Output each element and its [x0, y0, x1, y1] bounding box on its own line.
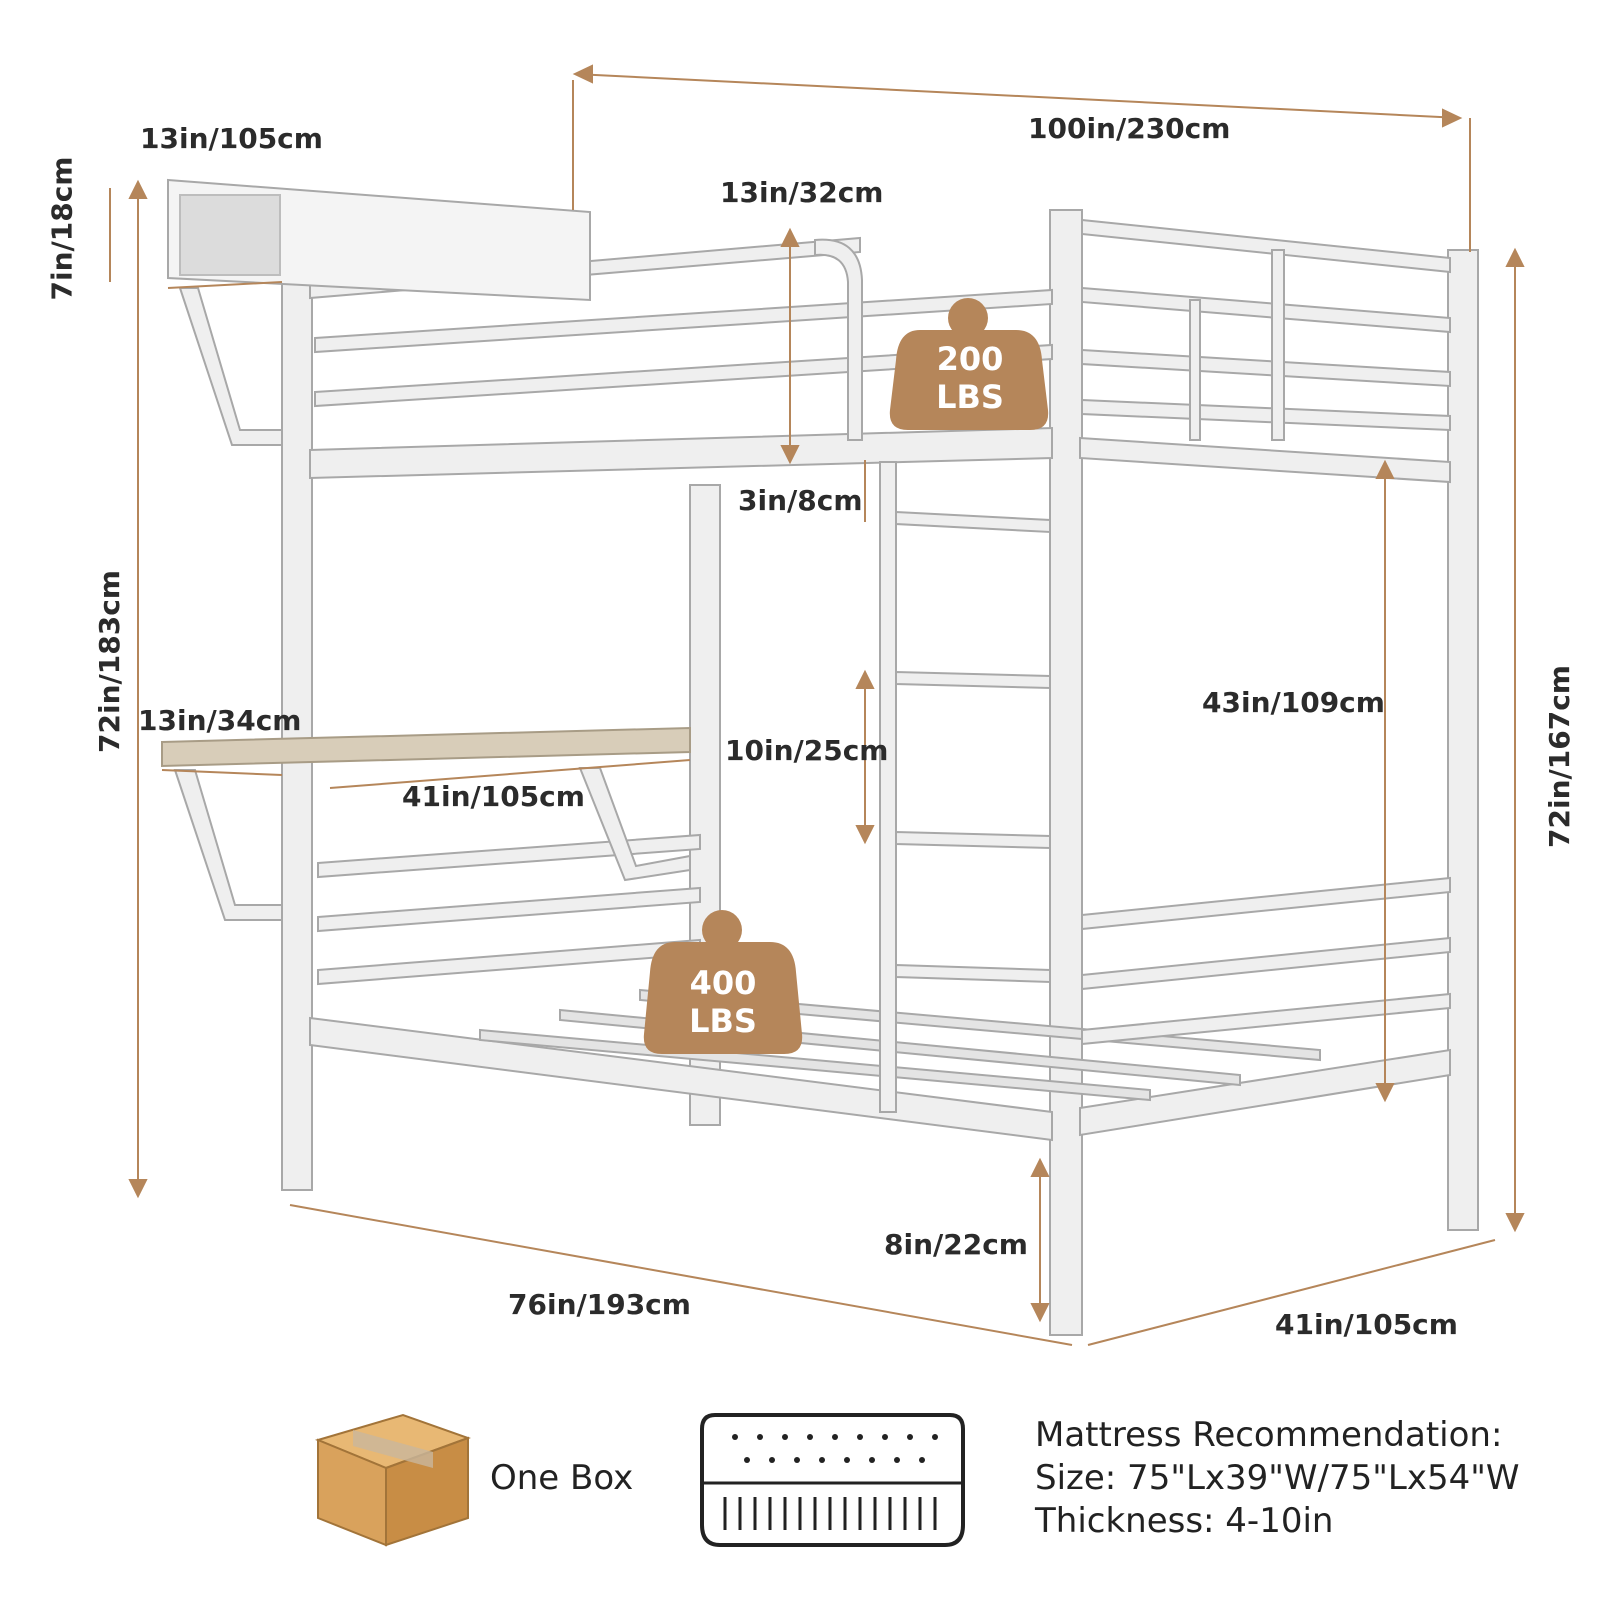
top-bunk-side-rail [309, 426, 1053, 480]
mattress-title: Mattress Recommendation: [1035, 1415, 1503, 1455]
dim-overall-length: 100in/230cm [1028, 112, 1231, 145]
dim-shelf-width: 13in/105cm [140, 122, 323, 155]
top-bunk-end-rail [1079, 436, 1451, 484]
bottom-bunk-side-rail [309, 1016, 1053, 1142]
dim-width-bottom: 41in/105cm [1275, 1308, 1458, 1341]
box-label: One Box [490, 1458, 634, 1498]
weight-badge-top: 200 LBS [889, 298, 1049, 430]
weight-badge-bottom: 400 LBS [643, 910, 803, 1054]
desk-top [161, 726, 691, 768]
mattress-thickness: Thickness: 4-10in [1035, 1501, 1334, 1541]
dim-shelf-height: 7in/18cm [45, 156, 79, 301]
desk-bracket [173, 769, 283, 921]
cardboard-box-icon [314, 1413, 471, 1547]
badge-bottom-number: 400 [690, 964, 757, 1002]
shelf-bracket [178, 287, 283, 446]
ladder-rung [895, 510, 1051, 534]
left-front-post [281, 261, 313, 1191]
ladder-rail [879, 461, 897, 1113]
dim-floor-clearance: 8in/22cm [884, 1228, 1028, 1261]
ladder-rung [895, 963, 1051, 984]
mattress-size: Size: 75"Lx39"W/75"Lx54"W [1035, 1458, 1520, 1498]
bottom-bunk-end-rail [1079, 1048, 1451, 1137]
dim-length-bottom: 76in/193cm [508, 1288, 691, 1321]
badge-top-unit: LBS [936, 378, 1004, 416]
dim-total-height-right: 72in/167cm [1542, 665, 1576, 848]
dim-desk-depth: 13in/34cm [138, 704, 302, 737]
dim-total-height-left: 72in/183cm [92, 570, 126, 753]
badge-bottom-unit: LBS [689, 1002, 757, 1040]
dim-ladder-step: 10in/25cm [725, 734, 889, 767]
guardrail-curve [814, 238, 863, 441]
dim-desk-width: 41in/105cm [402, 780, 585, 813]
dimension-lines [109, 64, 1525, 1346]
dim-guardrail-height: 13in/32cm [720, 176, 884, 209]
dim-bunk-clearance: 43in/109cm [1202, 686, 1385, 719]
right-front-post [1049, 209, 1083, 1336]
ladder-rung [895, 830, 1051, 850]
mattress-icon [700, 1413, 965, 1547]
dim-slat-gap: 3in/8cm [738, 484, 863, 517]
ladder-rung [895, 670, 1051, 690]
badge-top-number: 200 [937, 340, 1004, 378]
right-back-post [1447, 249, 1479, 1231]
